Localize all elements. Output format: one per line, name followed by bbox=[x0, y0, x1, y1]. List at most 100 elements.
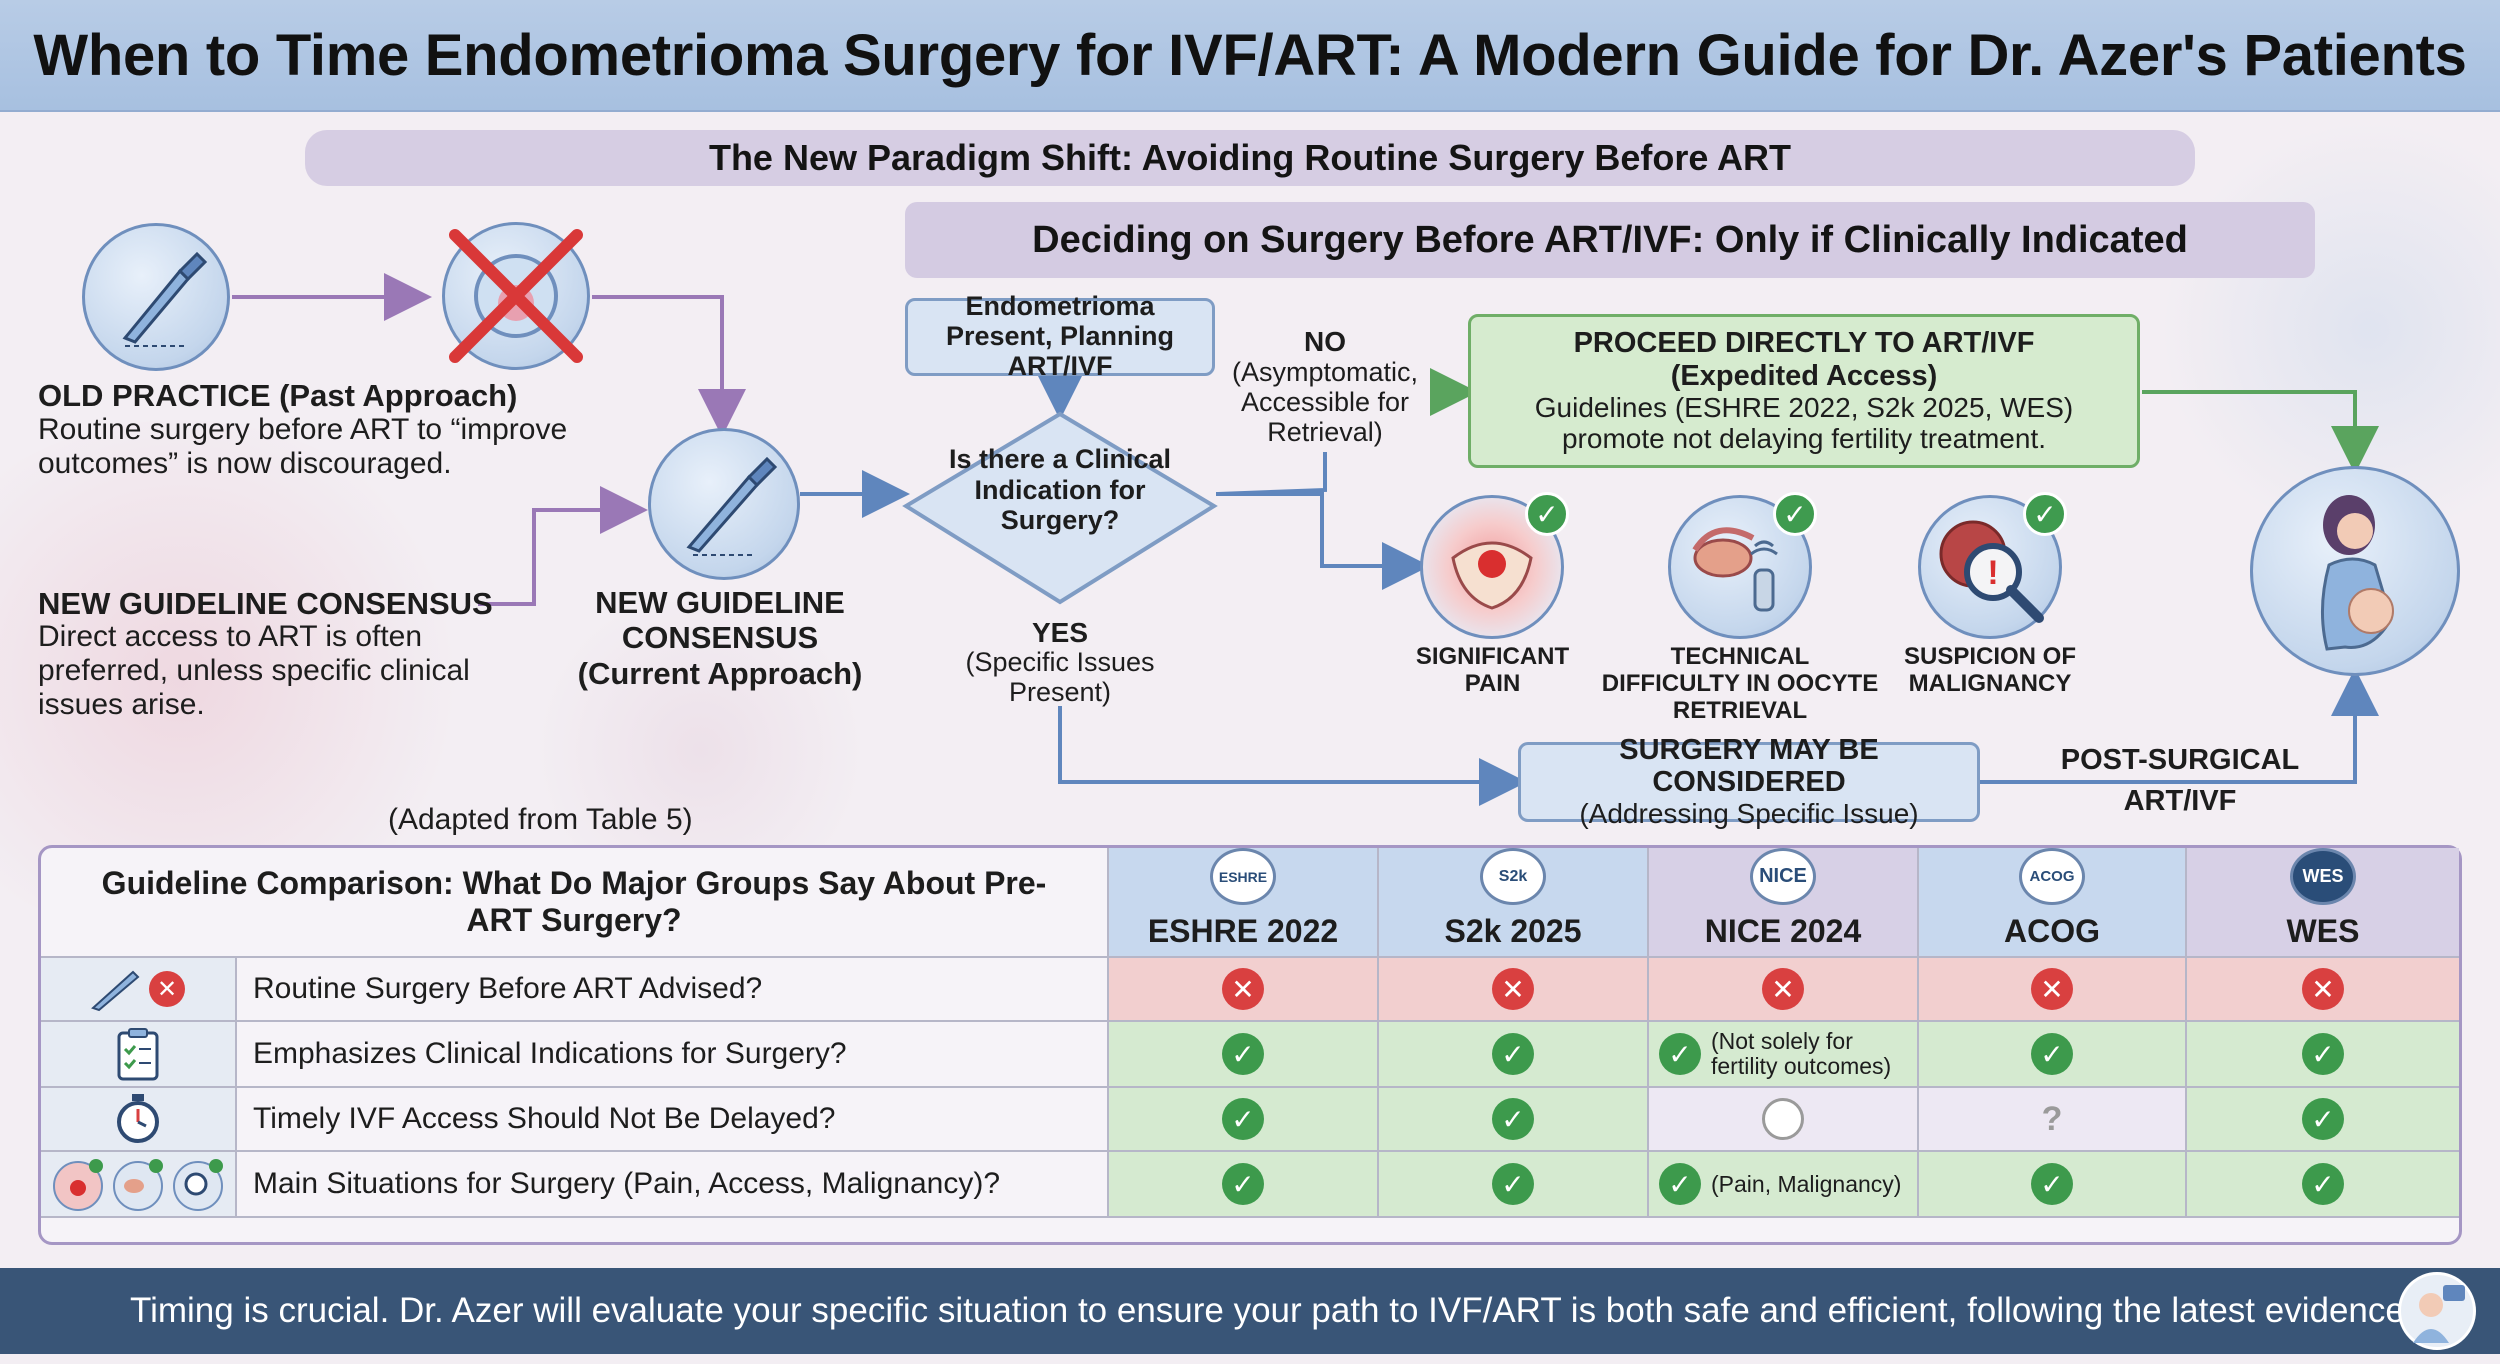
footer-text: Timing is crucial. Dr. Azer will evaluat… bbox=[130, 1291, 2415, 1330]
row-question-text: Routine Surgery Before ART Advised? bbox=[253, 972, 763, 1005]
table-cell: ✓ bbox=[1379, 1022, 1649, 1088]
column-name: WES bbox=[2286, 913, 2360, 949]
no-mark-icon: ✕ bbox=[2031, 968, 2073, 1010]
table-title: Guideline Comparison: What Do Major Grou… bbox=[101, 865, 1047, 938]
open-circle-icon bbox=[1762, 1098, 1804, 1140]
column-name: NICE 2024 bbox=[1704, 913, 1862, 949]
proceed-title: PROCEED DIRECTLY TO ART/IVF bbox=[1573, 327, 2035, 360]
table-cell: ✓ bbox=[2187, 1088, 2459, 1152]
proceed-subtitle: (Expedited Access) bbox=[1670, 359, 1938, 392]
adapted-note: (Adapted from Table 5) bbox=[388, 803, 693, 836]
column-name: ESHRE 2022 bbox=[1147, 913, 1339, 949]
no-mark-icon: ✕ bbox=[2302, 968, 2344, 1010]
acog-logo-icon: ACOG bbox=[2019, 848, 2085, 905]
table-row-icon-cell bbox=[41, 1022, 237, 1088]
check-mark-icon: ✓ bbox=[1222, 1163, 1264, 1205]
new-consensus-line3: (Current Approach) bbox=[577, 655, 863, 691]
svg-text:✕: ✕ bbox=[157, 975, 177, 1003]
stopwatch-icon bbox=[117, 1094, 159, 1143]
table-cell: ✓ (Not solely for fertility outcomes) bbox=[1649, 1022, 1919, 1088]
page-header: When to Time Endometrioma Surgery for IV… bbox=[0, 0, 2500, 112]
table-row-question: Main Situations for Surgery (Pain, Acces… bbox=[237, 1152, 1109, 1218]
decision-diamond bbox=[902, 411, 1218, 605]
check-mark-icon: ✓ bbox=[1659, 1163, 1701, 1205]
start-box-text: Endometrioma Present, Planning ART/IVF bbox=[945, 291, 1175, 381]
table-cell: ? bbox=[1919, 1088, 2187, 1152]
check-mark-icon: ✓ bbox=[1492, 1098, 1534, 1140]
paradigm-banner: The New Paradigm Shift: Avoiding Routine… bbox=[305, 130, 2195, 186]
table-cell: ✓ bbox=[1109, 1088, 1379, 1152]
surgery-detail: (Addressing Specific Issue) bbox=[1579, 797, 1919, 829]
yes-label: YES bbox=[1031, 617, 1089, 648]
table-row-icon-cell: ✕ bbox=[41, 958, 237, 1022]
table-row-icon-cell bbox=[41, 1088, 237, 1152]
surgery-title: SURGERY MAY BE CONSIDERED bbox=[1619, 733, 1879, 798]
table-cell: ✕ bbox=[1649, 958, 1919, 1022]
new-consensus-left-body: Direct access to ART is often preferred,… bbox=[38, 620, 470, 722]
table-cell: ✓ bbox=[2187, 1152, 2459, 1218]
indication-label-retrieval: TECHNICAL DIFFICULTY IN OOCYTE RETRIEVAL bbox=[1601, 643, 1879, 724]
new-consensus-left-title: NEW GUIDELINE CONSENSUS bbox=[38, 586, 493, 621]
indication-label-pain: SIGNIFICANT PAIN bbox=[1415, 643, 1570, 697]
table-cell: ✕ bbox=[2187, 958, 2459, 1022]
new-consensus-center: NEW GUIDELINE CONSENSUS (Current Approac… bbox=[570, 585, 870, 691]
no-mark-icon: ✕ bbox=[1762, 968, 1804, 1010]
table-row-icon-cell bbox=[41, 1152, 237, 1218]
clipboard-icon bbox=[117, 1028, 159, 1081]
indication-label-malignancy: SUSPICION OF MALIGNANCY bbox=[1903, 643, 2077, 697]
no-mark-icon: ✕ bbox=[1222, 968, 1264, 1010]
start-box: Endometrioma Present, Planning ART/IVF bbox=[905, 292, 1215, 381]
table-cell: ✓ bbox=[1379, 1152, 1649, 1218]
table-title-cell: Guideline Comparison: What Do Major Grou… bbox=[41, 848, 1109, 958]
new-consensus-line1: NEW GUIDELINE bbox=[595, 585, 845, 620]
column-header-nice: NICE NICE 2024 bbox=[1649, 848, 1919, 958]
table-cell: ✕ bbox=[1919, 958, 2187, 1022]
table-row-question: Timely IVF Access Should Not Be Delayed? bbox=[237, 1088, 1109, 1152]
row-question-text: Emphasizes Clinical Indications for Surg… bbox=[253, 1037, 847, 1070]
row-question-text: Timely IVF Access Should Not Be Delayed? bbox=[253, 1102, 836, 1135]
table-row-question: Emphasizes Clinical Indications for Surg… bbox=[237, 1022, 1109, 1088]
decision-banner-text: Deciding on Surgery Before ART/IVF: Only… bbox=[1032, 218, 2188, 261]
old-practice-body: Routine surgery before ART to “improve o… bbox=[38, 413, 568, 481]
table-cell: ✓ (Pain, Malignancy) bbox=[1649, 1152, 1919, 1218]
post-surgical-label: POST-SURGICAL ART/IVF bbox=[2060, 744, 2300, 817]
table-cell: ✓ bbox=[1919, 1152, 2187, 1218]
check-mark-icon: ✓ bbox=[2031, 1163, 2073, 1205]
column-name: ACOG bbox=[2004, 913, 2100, 949]
guideline-comparison-table: Guideline Comparison: What Do Major Grou… bbox=[38, 845, 2462, 1245]
eshre-logo-icon: ESHRE bbox=[1210, 848, 1276, 905]
decision-question: Is there a Clinical Indication for Surge… bbox=[948, 444, 1172, 535]
cell-note: (Pain, Malignancy) bbox=[1711, 1170, 1902, 1197]
scalpel-icon: ✕ bbox=[91, 970, 185, 1012]
pregnant-woman-icon bbox=[2250, 466, 2460, 676]
row-question-text: Main Situations for Surgery (Pain, Acces… bbox=[253, 1167, 1000, 1200]
check-mark-icon: ✓ bbox=[2302, 1098, 2344, 1140]
no-mark-icon: ✕ bbox=[1492, 968, 1534, 1010]
column-header-eshre: ESHRE ESHRE 2022 bbox=[1109, 848, 1379, 958]
check-mark-icon: ✓ bbox=[2302, 1163, 2344, 1205]
no-detail: (Asymptomatic, Accessible for Retrieval) bbox=[1231, 357, 1419, 448]
table-cell: ✓ bbox=[1379, 1088, 1649, 1152]
check-mark-icon: ✓ bbox=[1492, 1163, 1534, 1205]
column-name: S2k 2025 bbox=[1444, 913, 1582, 949]
old-scalpel-icon bbox=[82, 223, 230, 371]
no-label: NO bbox=[1304, 326, 1346, 357]
paradigm-banner-text: The New Paradigm Shift: Avoiding Routine… bbox=[708, 137, 1792, 178]
table-cell: ✓ bbox=[1109, 1022, 1379, 1088]
check-mark-icon: ✓ bbox=[1222, 1033, 1264, 1075]
column-header-wes: WES WES bbox=[2187, 848, 2459, 958]
check-mark-icon: ✓ bbox=[1492, 1033, 1534, 1075]
check-mark-icon: ✓ bbox=[1222, 1098, 1264, 1140]
check-icon: ✓ bbox=[2023, 492, 2067, 536]
question-mark: ? bbox=[2041, 1099, 2063, 1138]
svg-text:!: ! bbox=[1987, 554, 1998, 592]
yes-detail: (Specific Issues Present) bbox=[965, 647, 1155, 708]
old-practice-title: OLD PRACTICE (Past Approach) bbox=[38, 378, 518, 413]
crossed-ovary-icon bbox=[442, 222, 590, 370]
page-title: When to Time Endometrioma Surgery for IV… bbox=[33, 22, 2467, 88]
table-cell: ✓ bbox=[2187, 1022, 2459, 1088]
check-icon: ✓ bbox=[1525, 492, 1569, 536]
table-cell: ✓ bbox=[1919, 1022, 2187, 1088]
nice-logo-icon: NICE bbox=[1750, 848, 1816, 905]
